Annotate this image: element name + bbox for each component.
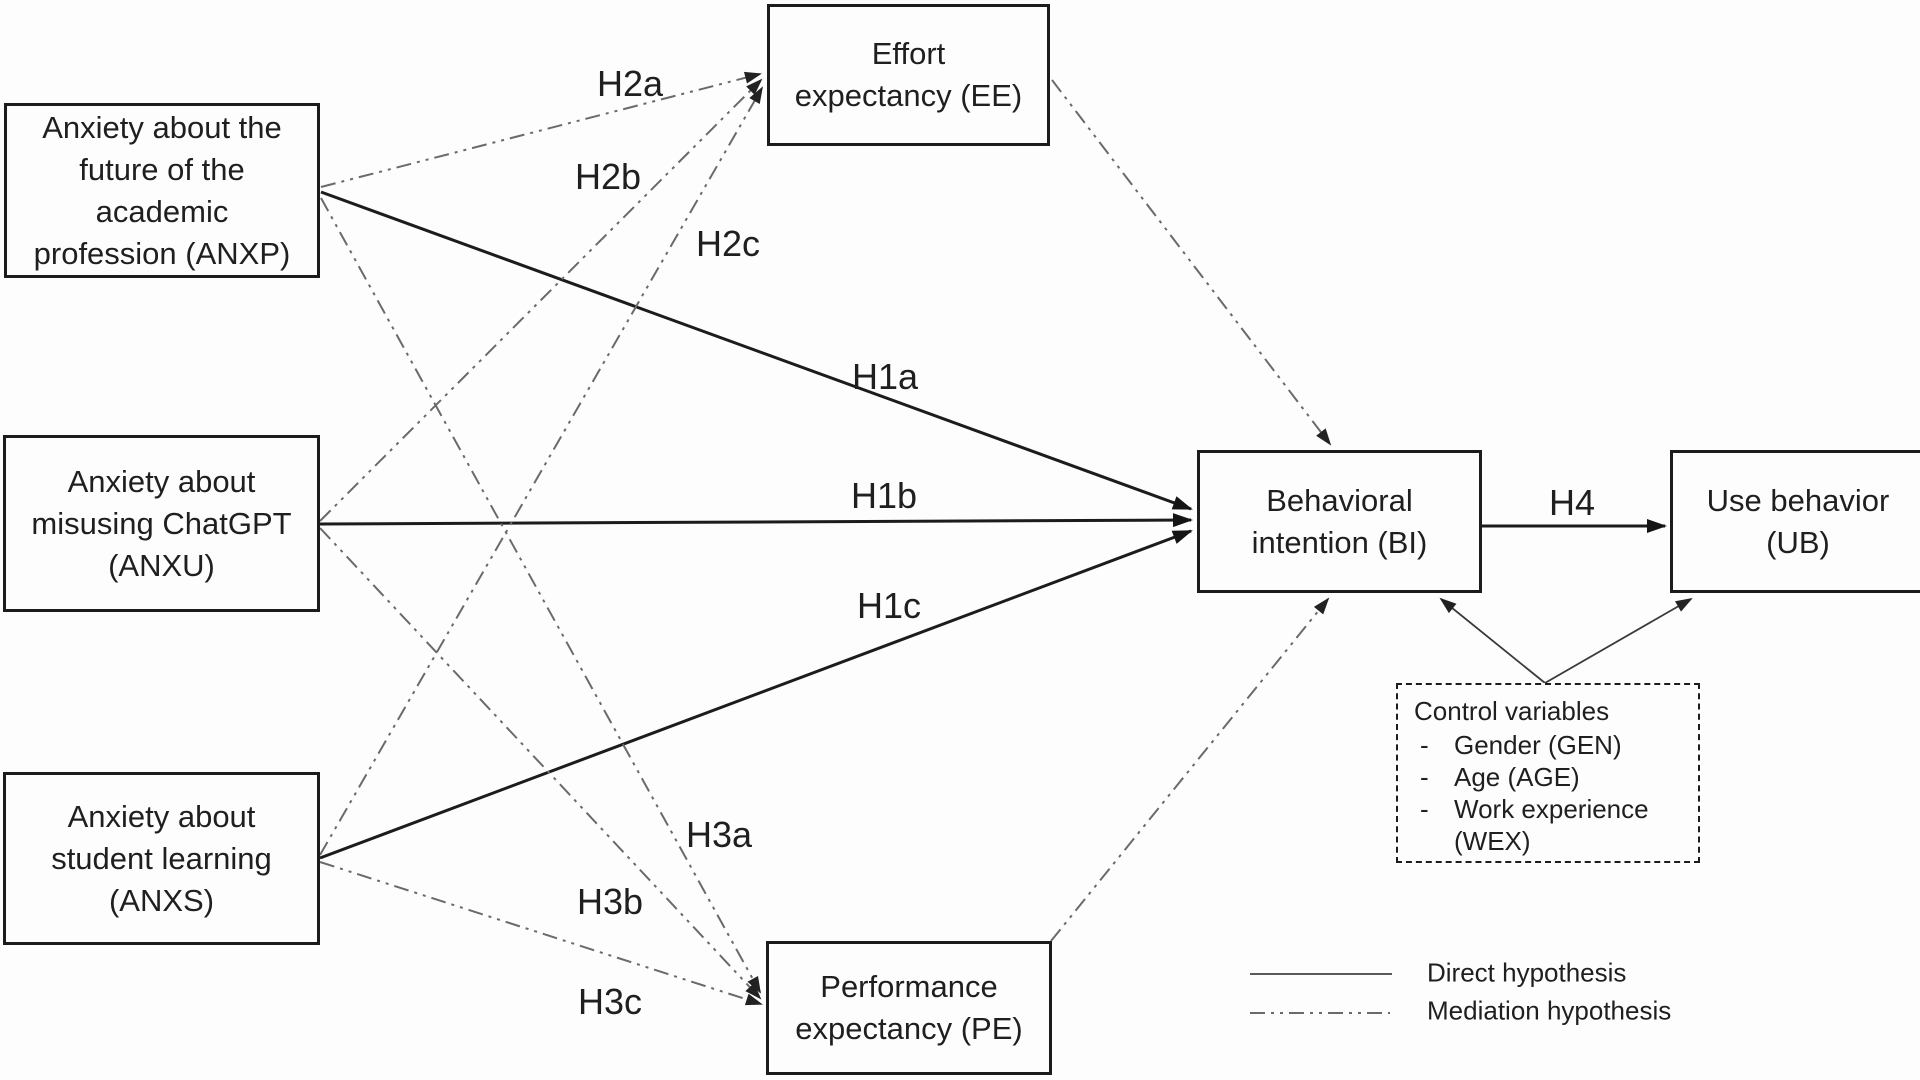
control-variable-item: - Age (AGE) <box>1414 761 1686 793</box>
arrow-control-to-bi <box>1439 597 1546 684</box>
arrow-h3b-anxu-to-pe <box>319 527 762 1000</box>
control-variable-arrows <box>1439 597 1693 684</box>
node-pe-label-line: Performance <box>820 969 998 1004</box>
node-anxp-label-line: Anxiety about the <box>42 109 282 145</box>
arrow-h1a-anxp-to-bi <box>320 190 1193 511</box>
node-anxs-label-line: Anxiety about <box>67 798 256 834</box>
arrow-h2b-anxu-to-ee <box>319 78 763 522</box>
node-anxs-label-line: (ANXS) <box>108 882 215 918</box>
arrow-control-to-ub <box>1544 598 1693 684</box>
direct-hypothesis-arrows <box>319 190 1667 860</box>
arrow-h3c-anxs-to-pe <box>319 861 763 1006</box>
node-anxp-label-line: academic <box>95 193 229 229</box>
legend-direct-label: Direct hypothesis <box>1427 957 1627 988</box>
arrow-h1c-anxs-to-bi <box>319 529 1193 860</box>
control-variable-label: Age (AGE) <box>1454 762 1580 792</box>
node-anxu-label-line: Anxiety about <box>67 463 256 499</box>
control-variable-item: - Work experience (WEX) <box>1414 793 1686 857</box>
hypothesis-label-h4: H4 <box>1548 482 1596 523</box>
node-anxs: Anxiety about student learning (ANXS) <box>3 772 320 945</box>
hypothesis-label-h2b: H2b <box>574 156 642 197</box>
arrow-pe-to-bi <box>1050 597 1330 942</box>
node-ee-label-line: expectancy (EE) <box>794 78 1023 113</box>
hypothesis-label-h1a: H1a <box>851 356 919 397</box>
hypothesis-label-h1c: H1c <box>856 585 922 626</box>
node-ub-label-line: Use behavior <box>1706 482 1890 518</box>
node-ee-label-line: Effort <box>871 36 946 71</box>
dash-bullet: - <box>1420 762 1429 792</box>
mediation-hypothesis-arrows <box>319 71 1332 1006</box>
node-bi-label-line: Behavioral <box>1266 482 1413 518</box>
node-performance-expectancy: Performance expectancy (PE) <box>766 941 1052 1075</box>
node-anxu-label-line: misusing ChatGPT <box>31 505 292 541</box>
node-effort-expectancy: Effort expectancy (EE) <box>767 4 1050 146</box>
legend-line-samples <box>1250 973 1392 1014</box>
arrow-h2c-anxs-to-ee <box>319 86 763 856</box>
hypothesis-label-h1b: H1b <box>850 475 918 516</box>
control-variable-label: Work experience (WEX) <box>1454 794 1649 856</box>
dash-bullet: - <box>1420 730 1429 760</box>
node-anxp-label-line: profession (ANXP) <box>33 235 291 271</box>
node-pe-label-line: expectancy (PE) <box>795 1011 1023 1046</box>
control-variables-box: Control variables - Gender (GEN) - Age (… <box>1396 683 1700 863</box>
control-variables-title: Control variables <box>1414 696 1610 726</box>
hypothesis-label-h2c: H2c <box>695 223 761 264</box>
hypothesis-label-h3a: H3a <box>685 814 753 855</box>
arrow-h3a-anxp-to-pe <box>320 197 761 994</box>
hypothesis-label-h3c: H3c <box>577 981 643 1022</box>
node-anxu-label-line: (ANXU) <box>108 547 215 583</box>
node-anxu: Anxiety about misusing ChatGPT (ANXU) <box>3 435 320 612</box>
arrow-h1b-anxu-to-bi <box>319 513 1193 528</box>
node-ub-label-line: (UB) <box>1766 524 1830 560</box>
node-bi-label-line: intention (BI) <box>1251 524 1428 560</box>
hypothesis-label-h3b: H3b <box>576 881 644 922</box>
node-anxp: Anxiety about the future of the academic… <box>4 103 320 278</box>
node-use-behavior: Use behavior (UB) <box>1670 450 1920 593</box>
node-behavioral-intention: Behavioral intention (BI) <box>1197 450 1482 593</box>
legend-mediation-label: Mediation hypothesis <box>1427 995 1672 1026</box>
dash-bullet: - <box>1420 794 1429 824</box>
node-anxp-label-line: future of the <box>79 151 245 187</box>
control-variable-label: Gender (GEN) <box>1454 730 1622 760</box>
arrow-h2a-anxp-to-ee <box>320 71 762 188</box>
node-anxs-label-line: student learning <box>51 840 272 876</box>
arrow-ee-to-bi <box>1051 79 1332 446</box>
control-variable-item: - Gender (GEN) <box>1414 729 1686 761</box>
hypothesis-label-h2a: H2a <box>596 63 664 104</box>
